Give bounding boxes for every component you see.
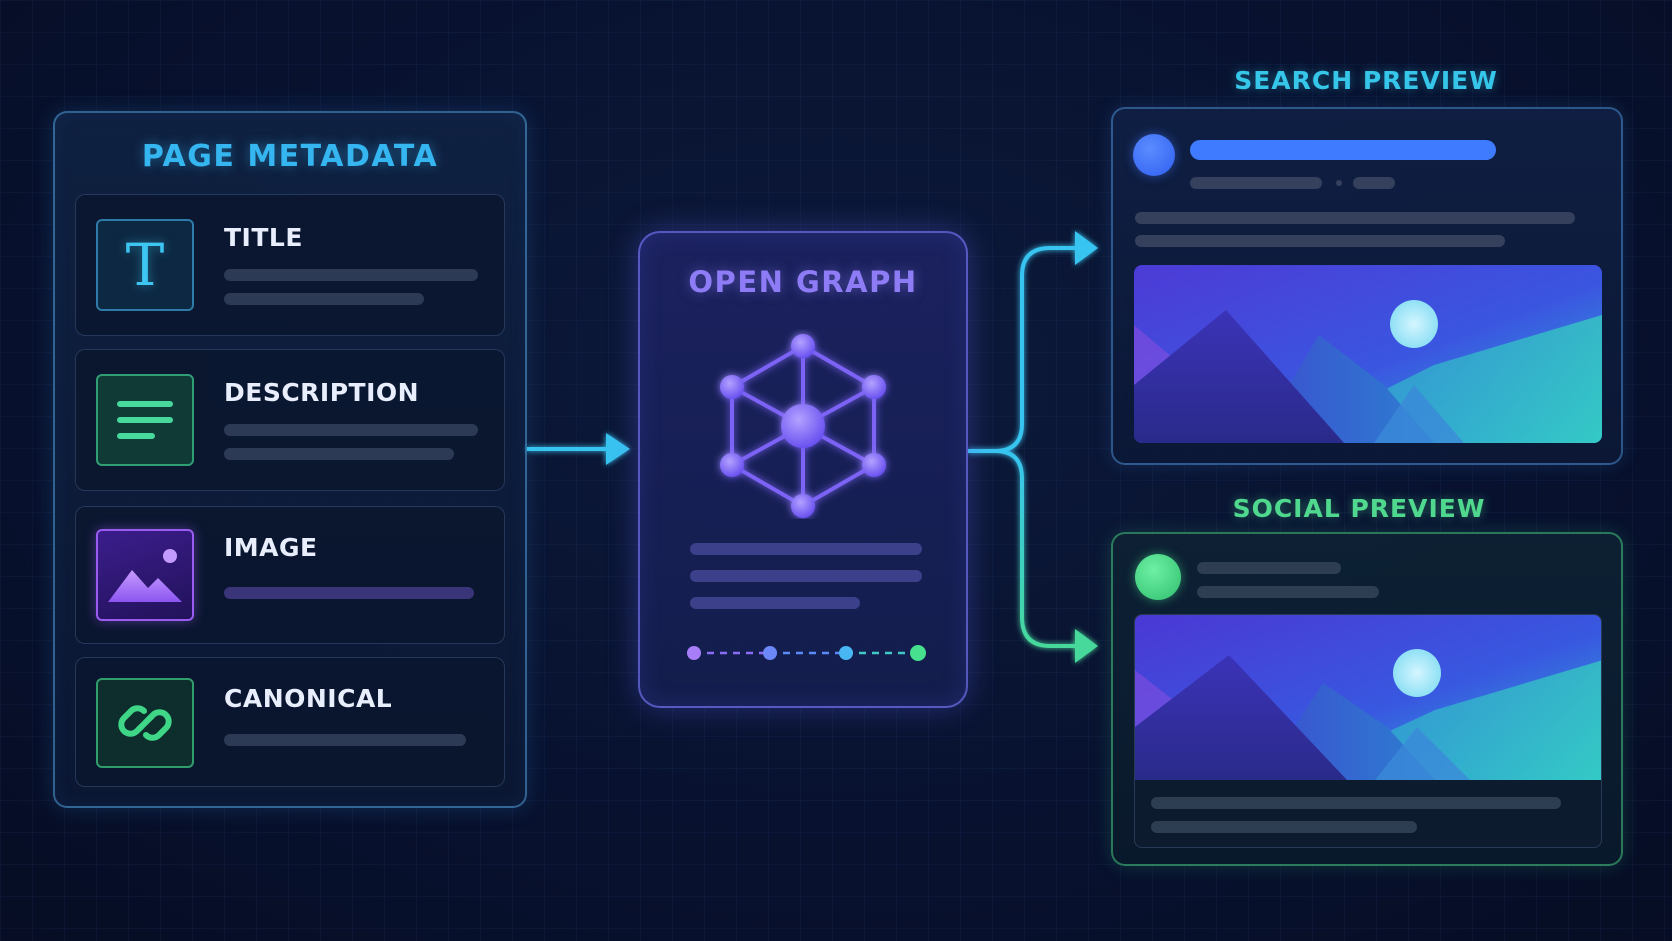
placeholder-line xyxy=(1190,177,1322,189)
og-split-connector xyxy=(968,246,1080,648)
placeholder-line xyxy=(1197,562,1341,574)
page-metadata-title: PAGE METADATA xyxy=(141,139,439,174)
open-graph-card: OPEN GRAPH xyxy=(638,231,968,708)
avatar xyxy=(1135,554,1181,600)
separator-dot xyxy=(1336,180,1342,186)
metadata-item-label: IMAGE xyxy=(224,533,318,562)
network-graph-icon xyxy=(720,334,886,518)
placeholder-line xyxy=(1151,797,1561,809)
placeholder-line xyxy=(224,587,474,599)
metadata-to-og-arrow xyxy=(527,433,630,465)
social-preview-title: SOCIAL PREVIEW xyxy=(1232,494,1486,523)
placeholder-line xyxy=(1197,586,1379,598)
placeholder-line xyxy=(224,734,466,746)
chain-link-icon xyxy=(118,705,172,741)
mountain-photo-icon xyxy=(108,549,182,602)
description-icon xyxy=(96,374,194,466)
placeholder-line xyxy=(690,597,860,609)
placeholder-line xyxy=(224,448,454,460)
page-metadata-panel: PAGE METADATA T TITLE DESCRIPTION xyxy=(53,111,527,808)
social-post-card xyxy=(1134,614,1602,848)
metadata-item-canonical[interactable]: CANONICAL xyxy=(75,657,505,787)
avatar xyxy=(1133,134,1175,176)
placeholder-line xyxy=(224,424,478,436)
placeholder-line xyxy=(224,293,424,305)
placeholder-line xyxy=(1151,821,1417,833)
progress-dots xyxy=(687,645,926,661)
placeholder-line xyxy=(224,269,478,281)
title-icon: T xyxy=(96,219,194,311)
image-icon xyxy=(96,529,194,621)
metadata-item-description[interactable]: DESCRIPTION xyxy=(75,349,505,491)
metadata-item-label: TITLE xyxy=(224,223,303,252)
landscape-image-icon xyxy=(1135,615,1601,780)
text-lines-icon xyxy=(117,401,173,439)
social-preview-card[interactable] xyxy=(1111,532,1623,866)
metadata-item-label: CANONICAL xyxy=(224,684,393,713)
title-icon-glyph: T xyxy=(125,231,165,299)
arrow-to-search-preview xyxy=(1075,231,1098,265)
metadata-item-image[interactable]: IMAGE xyxy=(75,506,505,644)
search-preview-card[interactable] xyxy=(1111,107,1623,465)
placeholder-line xyxy=(690,543,922,555)
landscape-image-icon xyxy=(1134,265,1602,443)
placeholder-line xyxy=(1135,235,1505,247)
placeholder-line xyxy=(690,570,922,582)
placeholder-line xyxy=(1135,212,1575,224)
metadata-item-title[interactable]: T TITLE xyxy=(75,194,505,336)
link-icon xyxy=(96,678,194,768)
placeholder-line xyxy=(1353,177,1395,189)
arrow-to-social-preview xyxy=(1075,629,1098,663)
search-preview-title: SEARCH PREVIEW xyxy=(1234,66,1498,95)
open-graph-title: OPEN GRAPH xyxy=(688,265,918,299)
search-result-title-line xyxy=(1190,140,1496,160)
metadata-item-label: DESCRIPTION xyxy=(224,378,420,407)
